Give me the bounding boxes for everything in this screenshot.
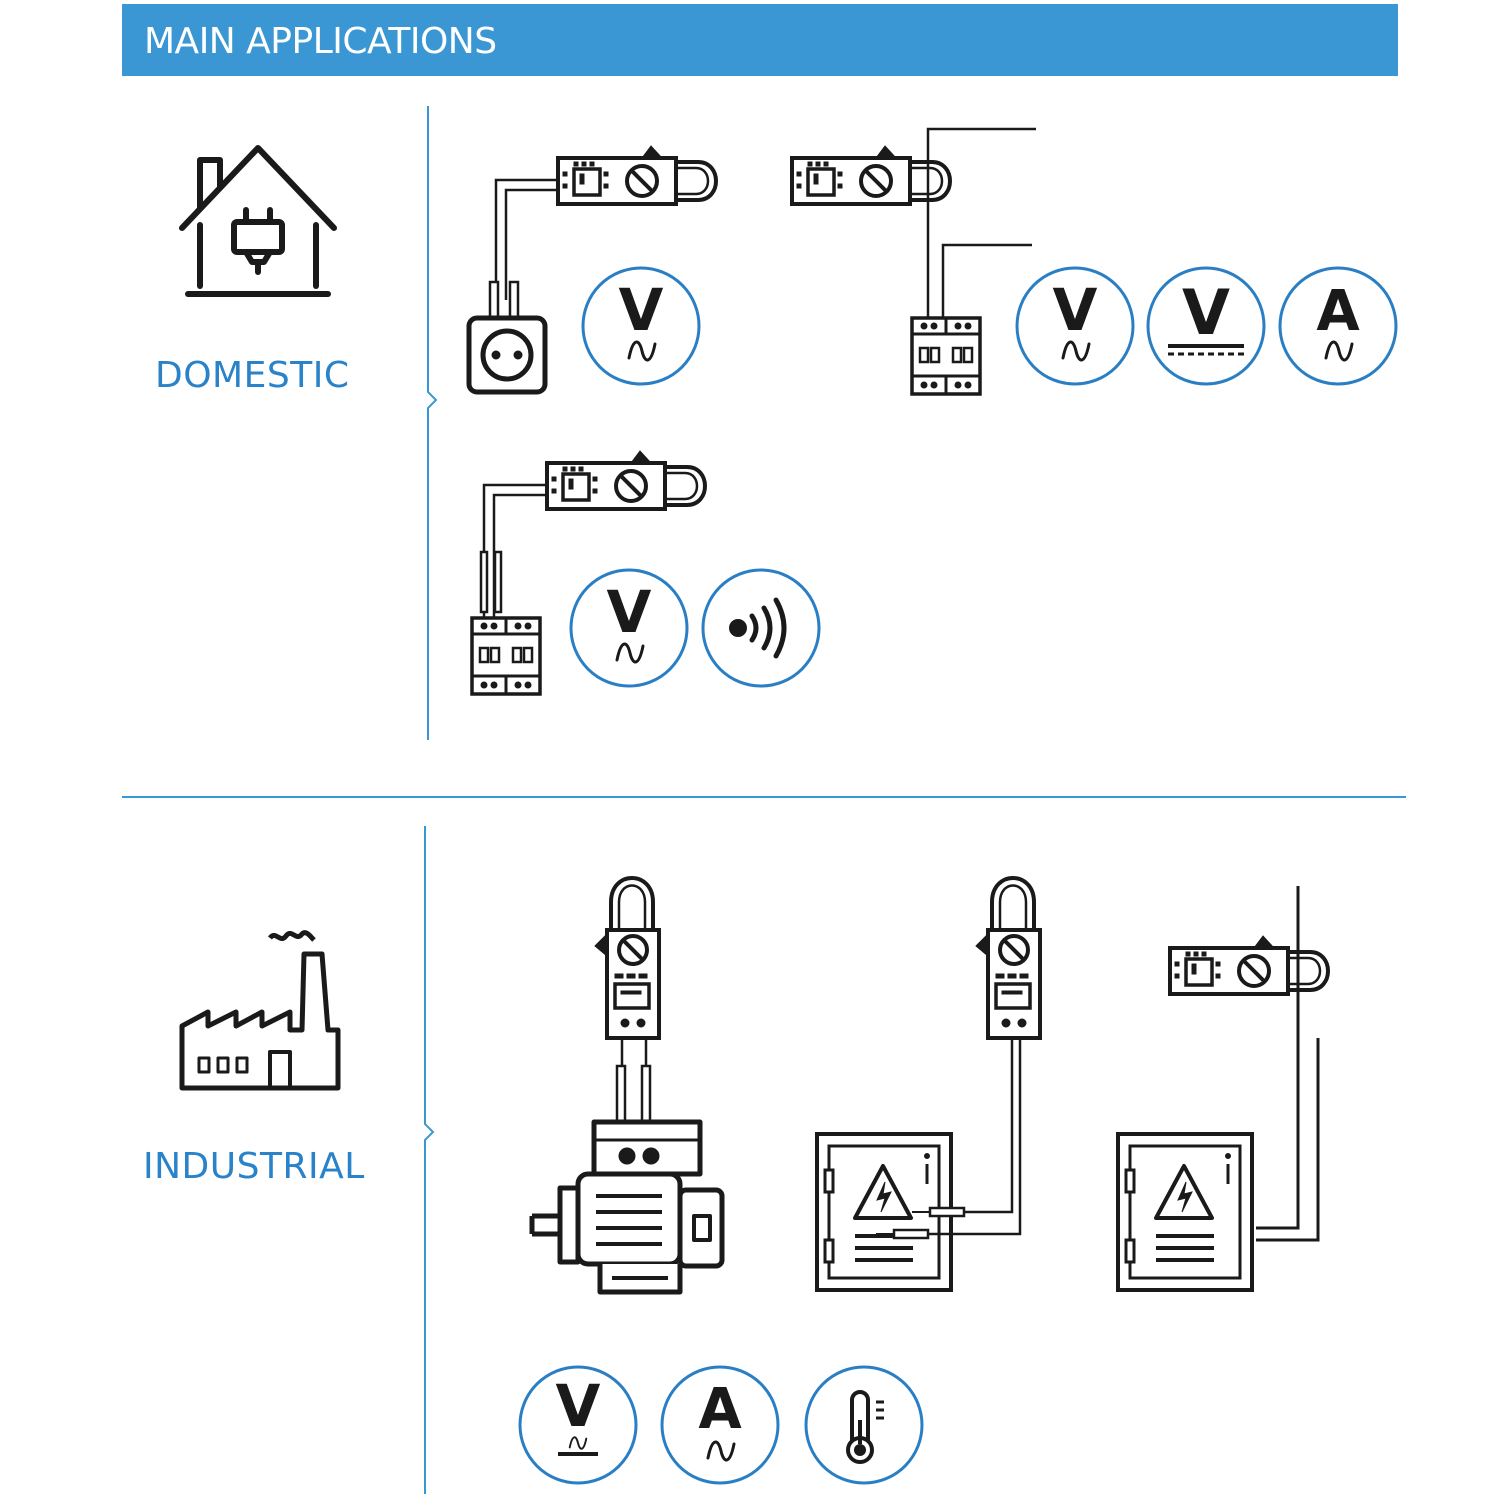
section-label-domestic: DOMESTIC: [155, 355, 350, 396]
motor-measurement: [529, 876, 725, 1295]
svg-text:V: V: [607, 578, 652, 646]
svg-text:V: V: [556, 1372, 601, 1440]
voltage-dc-icon: V: [1146, 266, 1266, 386]
svg-text:V: V: [1182, 276, 1230, 349]
industrial-bracket: [424, 826, 435, 1494]
page-title: MAIN APPLICATIONS: [144, 21, 497, 62]
factory-icon: [179, 930, 341, 1091]
voltage-ac-icon: V: [581, 266, 701, 386]
breaker-clamp-measurement: [790, 127, 1036, 396]
current-ac-icon: A: [660, 1365, 780, 1485]
electric-motor-icon: [529, 1119, 725, 1295]
voltage-ac-icon: V: [569, 568, 689, 688]
socket-measurement: [466, 144, 718, 395]
house-plug-icon: [179, 145, 337, 297]
svg-text:A: A: [698, 1377, 742, 1442]
header-banner: MAIN APPLICATIONS: [122, 4, 1398, 76]
svg-text:V: V: [619, 276, 664, 344]
continuity-icon: [701, 568, 821, 688]
domestic-bracket: [427, 106, 438, 740]
cabinet-clamp-measurement: [1116, 886, 1330, 1292]
svg-text:V: V: [1053, 276, 1098, 344]
section-label-industrial: INDUSTRIAL: [143, 1146, 365, 1187]
breaker-continuity-measurement: [470, 449, 707, 696]
temperature-icon: [804, 1365, 924, 1485]
svg-text:A: A: [1316, 279, 1360, 344]
voltage-ac-dc-icon: V: [518, 1365, 638, 1485]
current-ac-icon: A: [1278, 266, 1398, 386]
voltage-ac-icon: V: [1015, 266, 1135, 386]
cabinet-probe-measurement: [815, 876, 1042, 1292]
